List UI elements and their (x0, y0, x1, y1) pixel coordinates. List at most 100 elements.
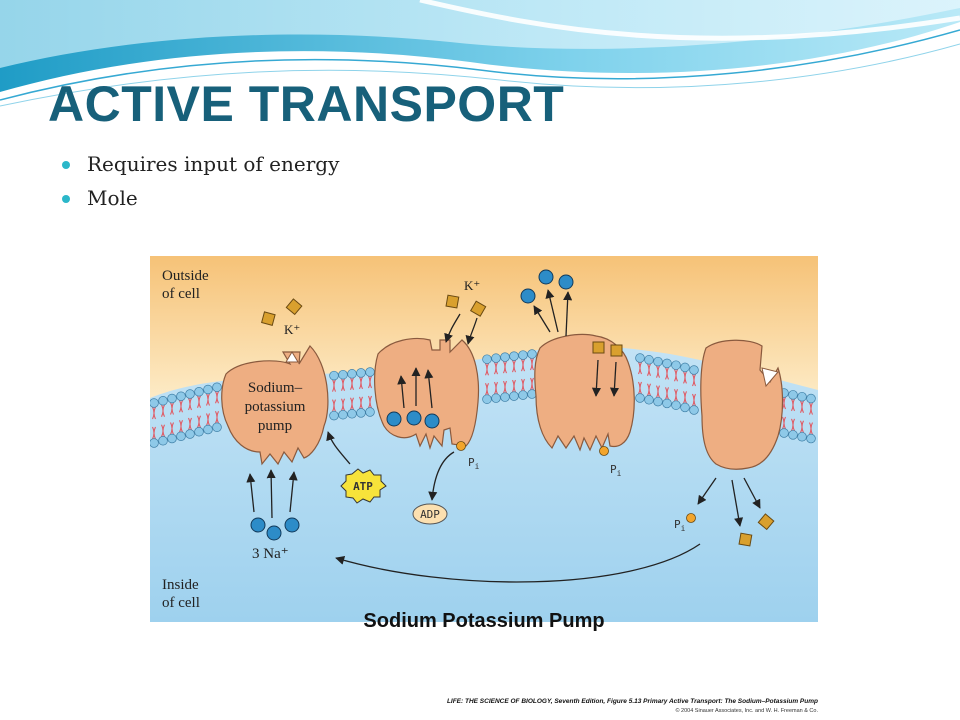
lipid-head (671, 360, 681, 370)
bullet-text: Requires input of energy (87, 152, 340, 176)
lipid-tail (170, 402, 174, 415)
bullet-text: Mole (87, 186, 138, 210)
lipid-tail (170, 422, 174, 435)
lipid-head (347, 409, 357, 419)
lipid-tail (359, 396, 363, 410)
lipid-tail (332, 379, 336, 392)
sodium-label: 3 Na⁺ (252, 546, 289, 562)
sodium-ion (558, 274, 574, 290)
lipid-tail (485, 382, 489, 396)
lipid-tail (638, 361, 642, 375)
lipid-tail (809, 422, 813, 435)
lipid-head (518, 350, 528, 360)
figure-caption: Sodium Potassium Pump (363, 610, 605, 632)
lipid-tail (782, 416, 786, 430)
lipid-head (194, 387, 204, 397)
lipid-tail (656, 385, 660, 398)
potassium-ion (738, 532, 753, 547)
sodium-ion (424, 413, 440, 429)
sodium-ion (266, 525, 282, 541)
lipid-tail (647, 383, 651, 397)
lipid-head (365, 367, 375, 377)
sodium-ion (284, 517, 300, 533)
lipid-tail (206, 413, 210, 426)
sodium-ion (386, 411, 402, 427)
adp-oval-icon (412, 503, 448, 525)
lipid-head (509, 391, 519, 401)
sodium-ion (520, 288, 536, 304)
outside-cell-label: of cell (162, 286, 200, 302)
lipid-head (788, 390, 798, 400)
potassium-ion (469, 300, 487, 317)
potassium-ion (261, 311, 276, 326)
lipid-tail (512, 359, 516, 373)
lipid-head (500, 352, 510, 362)
sodium-ion (406, 410, 422, 426)
phosphate-group (686, 513, 696, 523)
lipid-tail (521, 378, 525, 392)
lipid-tail (800, 420, 804, 433)
pump-binding-notch (761, 367, 779, 388)
lipid-tail (656, 365, 660, 378)
lipid-head (158, 436, 168, 446)
lipid-tail (152, 426, 156, 440)
lipid-head (653, 356, 663, 367)
lipid-tail (350, 377, 354, 391)
lipid-tail (368, 375, 372, 389)
lipid-head (176, 391, 186, 402)
sodium-ion (250, 517, 266, 533)
lipid-head (185, 429, 195, 439)
lipid-tail (674, 388, 678, 402)
lipid-tail (215, 391, 219, 404)
lipid-tail (683, 391, 687, 404)
lipid-tail (791, 418, 795, 432)
lipid-head (527, 349, 537, 359)
inside-cell-label: Inside (162, 577, 199, 593)
lipid-tail (350, 397, 354, 411)
lipid-tail (503, 360, 507, 374)
lipid-head (779, 428, 789, 438)
header-wave-decoration (0, 0, 960, 110)
pump-protein-3 (534, 333, 635, 452)
lipid-head (518, 390, 528, 400)
lipid-tail (215, 411, 219, 424)
lipid-head (150, 438, 159, 448)
lipid-tail (161, 424, 165, 437)
lipid-head (356, 368, 366, 378)
lipid-tail (332, 399, 336, 412)
figure-copyright: © 2004 Sinauer Associates, Inc. and W. H… (675, 708, 818, 714)
potassium-label: K⁺ (284, 322, 300, 337)
lipid-tail (197, 395, 201, 408)
lipid-tail (674, 368, 678, 382)
outside-cell-label: Outside (162, 268, 209, 284)
lipid-head (680, 402, 690, 413)
lipid-head (167, 433, 177, 444)
adp-label: ADP (420, 508, 440, 521)
lipid-head (482, 394, 492, 404)
lipid-head (662, 398, 672, 409)
lipid-head (644, 355, 654, 365)
lipid-head (644, 395, 654, 405)
lipid-head (158, 396, 168, 406)
lipid-tail (665, 387, 669, 400)
pump-protein-1 (221, 345, 329, 466)
potassium-ion (610, 344, 623, 357)
lipid-tail (638, 381, 642, 395)
pump-binding-notch (285, 351, 299, 363)
sodium-ion (538, 269, 554, 285)
lipid-head (347, 369, 357, 379)
lipid-head (185, 389, 195, 399)
lipid-head (491, 393, 501, 403)
lipid-tail (359, 376, 363, 390)
lipid-tail (647, 363, 651, 377)
lipid-head (338, 369, 348, 380)
lipid-head (662, 358, 672, 369)
pump-protein-2 (374, 337, 480, 451)
lipid-head (635, 393, 645, 403)
potassium-ion (445, 294, 460, 309)
lipid-head (788, 430, 798, 440)
lipid-tail (368, 395, 372, 409)
lipid-tail (341, 398, 345, 411)
lipid-tail (341, 378, 345, 391)
lipid-tail (791, 398, 795, 412)
